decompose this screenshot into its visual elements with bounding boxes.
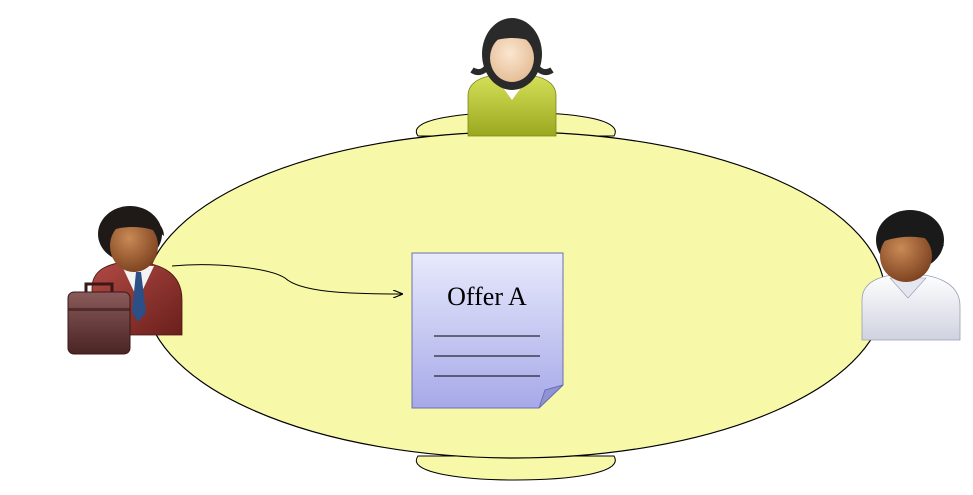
offer-arrow bbox=[171, 264, 402, 294]
offer-document: Offer A bbox=[411, 252, 564, 409]
man-person-icon bbox=[861, 210, 961, 341]
woman-person-icon bbox=[467, 18, 557, 137]
table-bottom-lobe bbox=[415, 455, 616, 481]
businessman-with-briefcase-icon bbox=[67, 206, 183, 355]
document-title: Offer A bbox=[447, 282, 527, 311]
